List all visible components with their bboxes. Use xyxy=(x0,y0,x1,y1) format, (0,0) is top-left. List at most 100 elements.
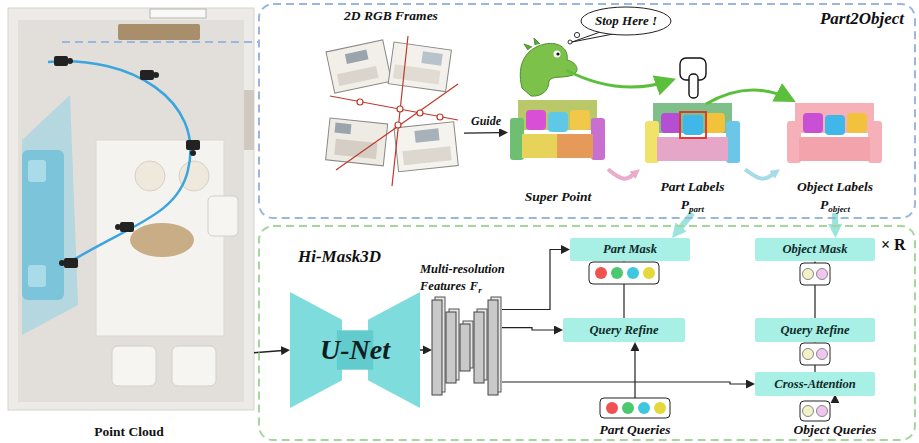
dinosaur-icon xyxy=(568,40,572,44)
node-label: 2D RGB Frames xyxy=(344,8,438,24)
sofa-part-labels xyxy=(705,113,725,133)
sofa-part-labels xyxy=(683,115,703,135)
sofa-super-point xyxy=(591,118,605,160)
feature-stack-outline xyxy=(432,300,502,395)
object-query-dots xyxy=(800,263,830,285)
rgb-frames xyxy=(326,118,388,166)
image-group: Part LabelsPpart xyxy=(640,95,745,213)
zoom-line xyxy=(62,41,258,43)
room-illustration xyxy=(64,258,78,268)
dinosaur-icon xyxy=(556,52,559,55)
room-illustration xyxy=(54,56,200,268)
text-holder: Part LabelsPpart xyxy=(640,179,745,213)
feature-map xyxy=(446,312,456,383)
sofa-super-point xyxy=(522,134,557,158)
dinosaur-icon xyxy=(524,38,540,50)
text-holder: Object Queries xyxy=(775,422,895,438)
connector-arrow xyxy=(502,250,563,310)
room-illustration xyxy=(22,95,78,335)
image-group: 2D RGB Frames xyxy=(318,8,464,192)
room-illustration xyxy=(120,222,134,232)
room-illustration xyxy=(48,61,190,262)
object-query-dots xyxy=(803,406,814,417)
dinosaur-icon xyxy=(574,32,579,37)
feature-map xyxy=(446,309,459,383)
sofa-part-labels xyxy=(680,112,706,138)
node-label: Object Mask xyxy=(783,242,848,257)
sofa-object-labels xyxy=(803,113,823,133)
room-illustration xyxy=(244,90,254,150)
connector-arrow xyxy=(634,349,635,398)
text-holder: Query Refine xyxy=(563,318,685,342)
room-illustration xyxy=(28,160,46,182)
feature-map xyxy=(432,300,442,395)
room-illustration xyxy=(135,161,165,191)
process-box: Part Mask xyxy=(570,238,690,261)
sofa-super-point xyxy=(510,118,524,160)
part-query-dots xyxy=(589,262,659,284)
connector-arrow xyxy=(502,382,748,384)
room-illustration xyxy=(153,72,159,78)
part-query-dots xyxy=(622,402,634,414)
node-label: Object Queries xyxy=(794,422,877,438)
node-label: Hi-Mask3D xyxy=(298,247,381,267)
room-illustration xyxy=(130,223,194,257)
node-label: Query Refine xyxy=(780,323,849,338)
sofa-object-labels xyxy=(787,121,801,163)
part-query-dots xyxy=(600,398,670,418)
rgb-frames xyxy=(337,66,379,86)
feature-stack: Multi-resolution FeaturesFr xyxy=(432,300,502,395)
room-illustration xyxy=(112,346,156,386)
room-illustration xyxy=(22,150,64,300)
pointing-hand xyxy=(680,58,706,98)
room-illustration xyxy=(54,56,68,66)
room-illustration xyxy=(115,224,121,230)
node-label: F xyxy=(470,279,478,293)
node-label: P xyxy=(681,197,689,212)
sofa-part-labels xyxy=(661,113,681,133)
sofa-object-labels xyxy=(847,113,867,133)
node-label: Query Refine xyxy=(589,323,658,338)
node-label: r xyxy=(478,285,482,295)
feature-map xyxy=(460,321,473,371)
node-label: Object Labels xyxy=(797,179,873,195)
rgb-frames xyxy=(397,106,403,112)
object-query-dots xyxy=(800,343,830,365)
connector-arrow xyxy=(834,401,835,403)
process-box: Cross-Attention xyxy=(755,372,875,396)
text-holder: 2D RGB Frames xyxy=(318,8,464,24)
node-label: Cross-Attention xyxy=(774,377,855,392)
rgb-frames xyxy=(417,110,423,116)
object-query-dots xyxy=(800,343,830,365)
text-holder: Part Queries xyxy=(575,422,695,438)
sofa-super-point xyxy=(570,110,590,130)
node-label: part xyxy=(689,204,704,214)
connector-arrow xyxy=(502,328,556,330)
object-query-dots xyxy=(817,269,828,280)
rgb-frames xyxy=(394,122,458,172)
room-illustration xyxy=(118,24,200,40)
rgb-frames xyxy=(414,128,439,142)
speech-bubble: Stop Here ! xyxy=(580,6,672,36)
part-query-dots xyxy=(595,267,607,279)
image-group: Super Point xyxy=(508,100,608,205)
sofa-object-labels xyxy=(868,121,882,163)
room-illustration xyxy=(8,8,254,410)
object-query-dots xyxy=(803,269,814,280)
rgb-frames xyxy=(388,42,451,92)
sofa-part-labels xyxy=(657,137,728,161)
text-holder: Part2Object xyxy=(820,9,904,29)
dashed-panel: Hi-Mask3D U-NetMulti-resolution FeaturesF… xyxy=(258,225,916,441)
sofa-super-point xyxy=(510,100,605,160)
sofa-super-point xyxy=(526,110,546,130)
text-holder: Multi-resolution FeaturesFr xyxy=(420,260,532,295)
room-illustration xyxy=(179,161,209,191)
rgb-frames xyxy=(402,146,451,165)
node-label: Part Queries xyxy=(600,422,671,438)
network-block: U-Net xyxy=(290,292,420,408)
connector-arrow xyxy=(464,132,501,134)
rgb-frames xyxy=(421,51,442,66)
sofa-super-point xyxy=(557,134,593,158)
text-holder: Cross-Attention xyxy=(755,372,875,396)
